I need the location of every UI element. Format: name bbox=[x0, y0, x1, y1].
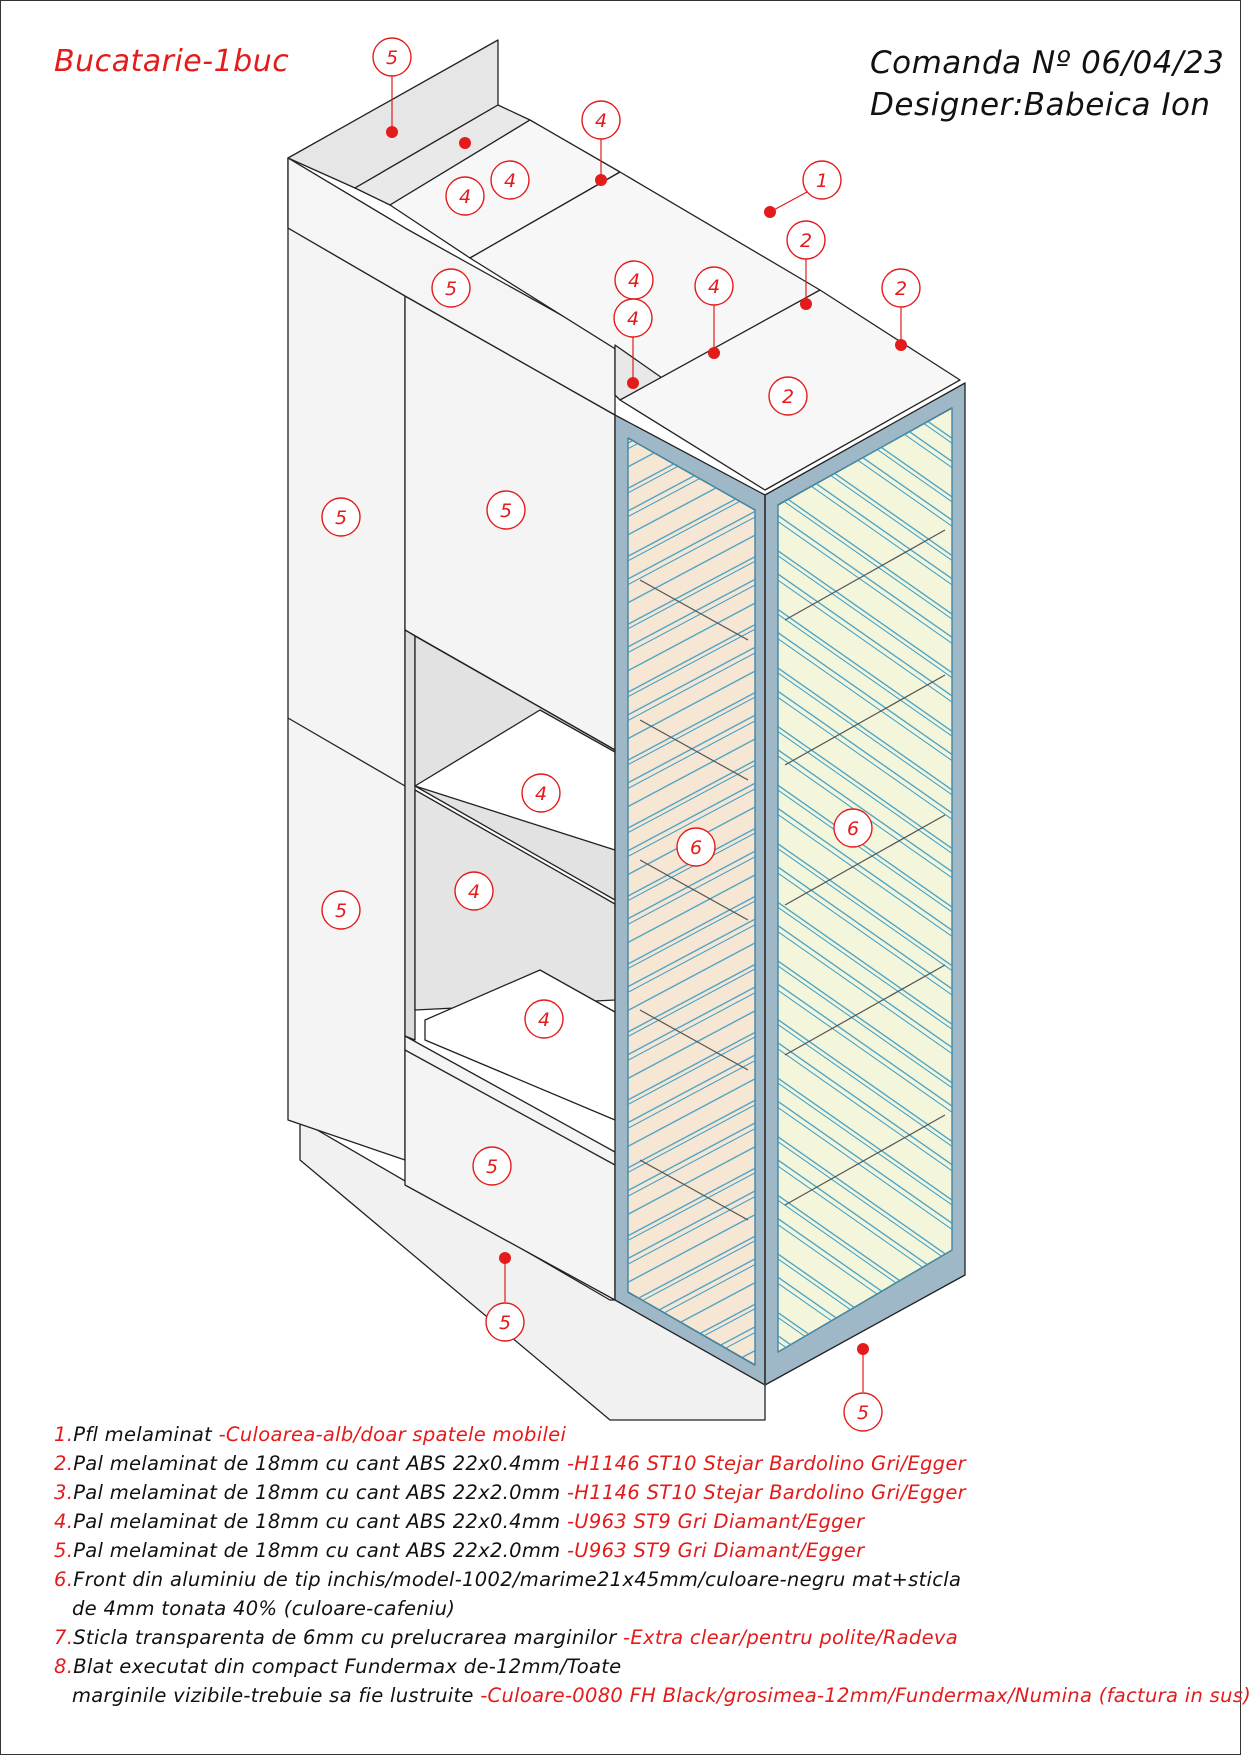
legend-row: 3.Pal melaminat de 18mm cu cant ABS 22x2… bbox=[54, 1478, 1224, 1507]
callout-8: 5 bbox=[431, 268, 471, 308]
callout-13: 5 bbox=[321, 497, 361, 537]
left-column-front bbox=[287, 157, 406, 1161]
materials-legend: 1.Pfl melaminat -Culoarea-alb/doar spate… bbox=[54, 1420, 1251, 1710]
legend-text: Pal melaminat de 18mm cu cant ABS 22x0.4… bbox=[73, 1452, 567, 1475]
legend-spec: -H1146 ST10 Stejar Bardolino Gri/Egger bbox=[566, 1452, 966, 1475]
legend-number: 3. bbox=[54, 1481, 74, 1504]
callout-12: 2 bbox=[768, 376, 808, 416]
callout-label: 5 bbox=[499, 1312, 511, 1334]
callout-3: 4 bbox=[490, 160, 530, 200]
glass-shelves bbox=[639, 529, 946, 1221]
callout-21: 5 bbox=[472, 1146, 512, 1186]
callout-18: 4 bbox=[454, 871, 494, 911]
legend-row: 7.Sticla transparenta de 6mm cu prelucra… bbox=[54, 1623, 1224, 1652]
legend-number: 1. bbox=[54, 1423, 74, 1446]
callout-5: 1 bbox=[802, 160, 842, 200]
callout-label: 2 bbox=[782, 386, 794, 408]
callout-label: 6 bbox=[690, 837, 702, 859]
plinth-front bbox=[299, 1119, 766, 1421]
legend-spec: -U963 ST9 Gri Diamant/Egger bbox=[566, 1539, 865, 1562]
callout-10: 4 bbox=[613, 298, 653, 338]
legend-spec: -U963 ST9 Gri Diamant/Egger bbox=[566, 1510, 865, 1533]
legend-number: 8. bbox=[54, 1655, 74, 1678]
leader-dots bbox=[386, 126, 907, 1355]
callout-label: 5 bbox=[500, 500, 512, 522]
callout-label: 4 bbox=[627, 308, 639, 330]
callout-7: 4 bbox=[694, 266, 734, 306]
callout-label: 5 bbox=[486, 1156, 498, 1178]
legend-text: Sticla transparenta de 6mm cu prelucrare… bbox=[73, 1626, 624, 1649]
callout-label: 4 bbox=[628, 270, 640, 292]
callout-label: 5 bbox=[335, 507, 347, 529]
callout-11: 2 bbox=[881, 268, 921, 308]
callout-label: 1 bbox=[816, 170, 828, 192]
legend-text: marginile vizibile-trebuie sa fie lustru… bbox=[72, 1684, 481, 1707]
legend-text: Pal melaminat de 18mm cu cant ABS 22x0.4… bbox=[73, 1510, 567, 1533]
callout-1: 5 bbox=[372, 37, 412, 77]
legend-row: 2.Pal melaminat de 18mm cu cant ABS 22x0… bbox=[54, 1449, 1224, 1478]
legend-row: 5.Pal melaminat de 18mm cu cant ABS 22x2… bbox=[54, 1536, 1224, 1565]
callout-bubbles: 5 4 4 4 1 2 4 5 4 4 2 2 5 5 6 6 4 4 4 5 5 5 5 bbox=[321, 37, 921, 1432]
callout-label: 4 bbox=[459, 186, 471, 208]
callout-2: 4 bbox=[445, 176, 485, 216]
legend-text: de 4mm tonata 40% (culoare-cafeniu) bbox=[72, 1597, 456, 1620]
legend-text: Front din aluminiu de tip inchis/model-1… bbox=[73, 1568, 962, 1591]
callout-label: 4 bbox=[595, 110, 607, 132]
legend-number: 2. bbox=[54, 1452, 74, 1475]
legend-row: 8.Blat executat din compact Fundermax de… bbox=[54, 1652, 1224, 1681]
callout-16: 6 bbox=[833, 808, 873, 848]
legend-text: Pfl melaminat bbox=[73, 1423, 219, 1446]
callout-14: 5 bbox=[486, 490, 526, 530]
callout-label: 5 bbox=[335, 900, 347, 922]
order-number: Comanda Nº 06/04/23 bbox=[870, 45, 1225, 81]
callout-4: 4 bbox=[581, 100, 621, 140]
project-title: Bucatarie-1buc bbox=[54, 44, 290, 79]
callout-label: 5 bbox=[386, 47, 398, 69]
legend-text: Pal melaminat de 18mm cu cant ABS 22x2.0… bbox=[73, 1539, 567, 1562]
callout-label: 5 bbox=[445, 278, 457, 300]
legend-number: 5. bbox=[54, 1539, 74, 1562]
legend-number: 6. bbox=[54, 1568, 74, 1591]
legend-spec: -H1146 ST10 Stejar Bardolino Gri/Egger bbox=[566, 1481, 966, 1504]
legend-number: 7. bbox=[54, 1626, 74, 1649]
legend-text: Pal melaminat de 18mm cu cant ABS 22x2.0… bbox=[73, 1481, 567, 1504]
callout-9: 4 bbox=[614, 260, 654, 300]
callout-22: 5 bbox=[485, 1302, 525, 1342]
cabinet-isometric-drawing: 5 4 4 4 1 2 4 5 4 4 2 2 5 5 6 6 4 4 4 5 5 5 5 bbox=[287, 37, 966, 1432]
legend-row: marginile vizibile-trebuie sa fie lustru… bbox=[54, 1681, 1251, 1710]
callout-15: 6 bbox=[676, 827, 716, 867]
legend-spec: -Culoarea-alb/doar spatele mobilei bbox=[218, 1423, 567, 1446]
callout-19: 4 bbox=[524, 999, 564, 1039]
legend-spec: -Culoare-0080 FH Black/grosimea-12mm/Fun… bbox=[480, 1684, 1251, 1707]
designer-name: Designer:Babeica Ion bbox=[870, 87, 1211, 123]
callout-label: 4 bbox=[504, 170, 516, 192]
legend-row: 6.Front din aluminiu de tip inchis/model… bbox=[54, 1565, 1224, 1594]
callout-label: 2 bbox=[800, 230, 812, 252]
legend-row: 4.Pal melaminat de 18mm cu cant ABS 22x0… bbox=[54, 1507, 1224, 1536]
callout-label: 4 bbox=[538, 1009, 550, 1031]
callout-label: 5 bbox=[857, 1402, 869, 1424]
callout-17: 4 bbox=[521, 773, 561, 813]
callout-23: 5 bbox=[843, 1392, 883, 1432]
legend-row: de 4mm tonata 40% (culoare-cafeniu) bbox=[54, 1594, 1224, 1623]
legend-spec: -Extra clear/pentru polite/Radeva bbox=[623, 1626, 959, 1649]
legend-row: 1.Pfl melaminat -Culoarea-alb/doar spate… bbox=[54, 1420, 1224, 1449]
callout-label: 4 bbox=[468, 881, 480, 903]
callout-6: 2 bbox=[786, 220, 826, 260]
callout-label: 2 bbox=[895, 278, 907, 300]
callout-20: 5 bbox=[321, 890, 361, 930]
legend-text: Blat executat din compact Fundermax de-1… bbox=[73, 1655, 622, 1678]
callout-label: 6 bbox=[847, 818, 859, 840]
callout-label: 4 bbox=[535, 783, 547, 805]
legend-number: 4. bbox=[54, 1510, 74, 1533]
title-block: Comanda Nº 06/04/23 Designer:Babeica Ion bbox=[870, 42, 1224, 126]
callout-label: 4 bbox=[708, 276, 720, 298]
